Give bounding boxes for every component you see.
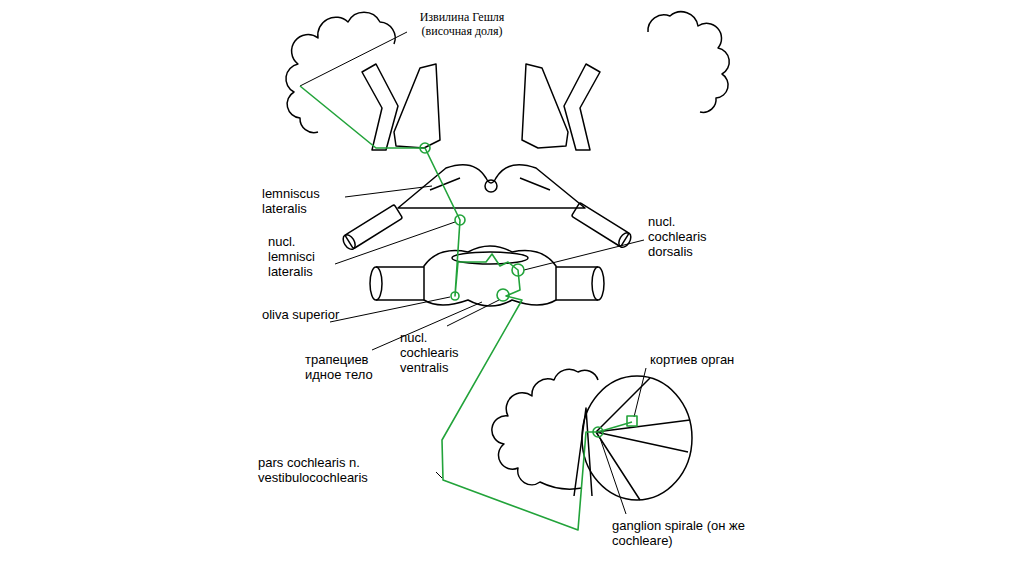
structure-label: трапециев идное тело <box>305 352 390 382</box>
cochlear-septa <box>596 378 690 500</box>
internal-capsule <box>362 64 398 150</box>
structure-label: pars cochlearis n. vestibulocochlearis <box>258 455 433 485</box>
cerebral-peduncle <box>345 204 403 248</box>
leader-line <box>335 222 455 264</box>
internal-capsule <box>564 64 600 150</box>
ganglion-marker <box>593 427 603 437</box>
nucleus-marker <box>512 264 524 276</box>
nucleus-marker <box>497 289 509 301</box>
middle-cerebellar-peduncle <box>376 267 424 300</box>
leader-line <box>345 186 432 197</box>
peduncle-end <box>370 267 382 300</box>
nucleus-marker <box>455 215 465 225</box>
modiolus <box>574 408 592 496</box>
structure-label: nucl. cochlearis dorsalis <box>648 214 723 259</box>
leader-line <box>300 32 407 86</box>
structure-label: lemniscus lateralis <box>262 186 352 216</box>
aqueduct <box>485 180 497 192</box>
leader-line <box>330 297 450 322</box>
structure-label: ganglion spirale (он же cochleare) <box>612 518 752 548</box>
structure-label: кортиев орган <box>650 352 780 367</box>
leader-line <box>436 472 442 478</box>
peduncle-end <box>341 233 358 252</box>
structure-label: oliva superior <box>262 307 342 322</box>
structure-label: nucl. lemnisci lateralis <box>268 234 343 279</box>
pons <box>424 246 556 306</box>
peduncle-end <box>592 267 604 300</box>
cerebral-peduncle <box>571 202 629 246</box>
structure-label: nucl. cochlearis ventralis <box>400 330 475 375</box>
leader-line <box>600 438 626 514</box>
leader-line <box>447 300 499 326</box>
thalamus <box>394 64 440 148</box>
nucleus-marker <box>420 143 430 153</box>
cochlea <box>582 376 692 500</box>
right-hemisphere <box>648 12 729 113</box>
structure-label: Извилина Гешля (височная доля) <box>410 10 514 38</box>
nucleus-marker <box>451 292 459 300</box>
thalamus <box>522 64 568 148</box>
left-hemisphere <box>286 12 395 132</box>
leader-line <box>634 368 646 417</box>
organ-of-corti-marker <box>627 416 637 426</box>
leader-line <box>524 240 644 270</box>
